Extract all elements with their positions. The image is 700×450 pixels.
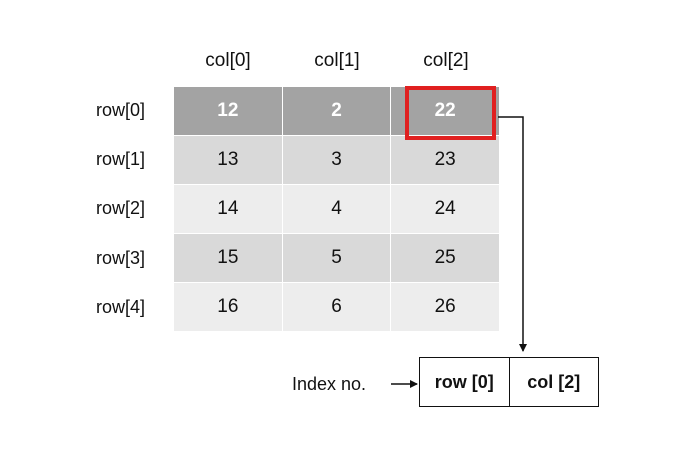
cell-1-0: 13	[174, 136, 282, 184]
cell-2-1: 4	[282, 185, 391, 233]
highlight-to-col-arrow	[498, 116, 527, 352]
cell-4-2: 26	[391, 283, 500, 331]
index-box: row [0] col [2]	[419, 357, 599, 407]
grid-row-3: 15 5 25	[174, 234, 500, 282]
cell-4-1: 6	[282, 283, 391, 331]
row-header-0: row[0]	[96, 100, 146, 120]
cell-2-2: 24	[391, 185, 500, 233]
index-label: Index no.	[292, 374, 367, 394]
cell-0-1: 2	[282, 87, 391, 135]
grid-row-1: 13 3 23	[174, 136, 500, 184]
row-header-2: row[2]	[96, 198, 146, 218]
row-header-3: row[3]	[96, 248, 146, 268]
row-header-1: row[1]	[96, 149, 146, 169]
grid-row-0: 12 2 22	[174, 87, 500, 135]
column-header-2: col[2]	[423, 50, 469, 71]
array-grid: 12 2 22 13 3 23 14 4 24 15 5 25 16 6 26	[174, 87, 500, 332]
cell-4-0: 16	[174, 283, 282, 331]
cell-0-2: 22	[391, 87, 500, 135]
cell-3-0: 15	[174, 234, 282, 282]
column-header-0: col[0]	[205, 50, 251, 71]
cell-2-0: 14	[174, 185, 282, 233]
cell-0-0: 12	[174, 87, 282, 135]
cell-3-1: 5	[282, 234, 391, 282]
index-col-part: col [2]	[508, 358, 599, 406]
row-header-4: row[4]	[96, 297, 146, 317]
index-row-part: row [0]	[434, 371, 494, 392]
cell-1-2: 23	[391, 136, 500, 184]
cell-1-1: 3	[282, 136, 391, 184]
highlighted-cell-outline	[405, 86, 496, 140]
grid-row-4: 16 6 26	[174, 283, 500, 331]
grid-row-2: 14 4 24	[174, 185, 500, 233]
column-header-1: col[1]	[314, 50, 360, 71]
cell-3-2: 25	[391, 234, 500, 282]
